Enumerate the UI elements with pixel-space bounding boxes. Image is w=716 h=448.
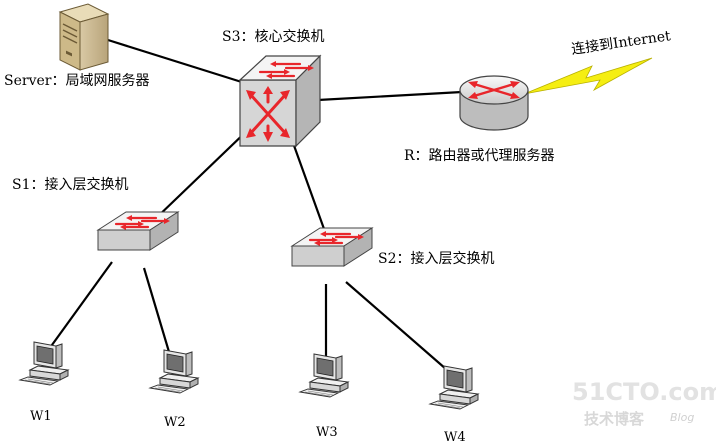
link-core-s1 xyxy=(151,125,253,223)
s2-switch-icon xyxy=(290,226,374,268)
w2-workstation-icon xyxy=(149,349,199,394)
link-server-core xyxy=(107,38,249,86)
w1-label: W1 xyxy=(30,409,52,424)
router-label: R：路由器或代理服务器 xyxy=(404,148,555,164)
link-s1-w1 xyxy=(43,261,113,357)
link-core-router xyxy=(317,90,463,102)
links xyxy=(43,38,463,377)
w4-label: W4 xyxy=(444,430,466,445)
s1-switch-icon xyxy=(96,210,180,252)
w1-workstation-icon xyxy=(19,341,69,386)
core-switch-label: S3：核心交换机 xyxy=(222,28,325,45)
core-switch-icon xyxy=(238,54,322,148)
router-icon xyxy=(459,75,529,131)
w3-workstation-icon xyxy=(299,353,349,398)
link-s1-w2 xyxy=(142,267,174,363)
link-core-s2 xyxy=(290,139,330,241)
internet-label: 连接到Internet xyxy=(570,27,672,58)
watermark-site: 51CTO.com xyxy=(572,378,716,406)
watermark-blog-cn: 技术博客 xyxy=(584,410,645,428)
w3-label: W3 xyxy=(316,425,338,440)
s1-label: S1：接入层交换机 xyxy=(12,176,129,193)
server-icon xyxy=(58,3,110,71)
s2-label: S2：接入层交换机 xyxy=(378,250,495,267)
watermark-blog-en: Blog xyxy=(670,411,694,424)
link-s2-w4 xyxy=(345,281,455,377)
w4-workstation-icon xyxy=(429,365,479,410)
w2-label: W2 xyxy=(164,415,186,430)
internet-lightning-icon xyxy=(523,57,653,95)
watermark: 51CTO.com 技术博客 Blog xyxy=(572,378,716,428)
server-label: Server：局域网服务器 xyxy=(4,73,149,89)
